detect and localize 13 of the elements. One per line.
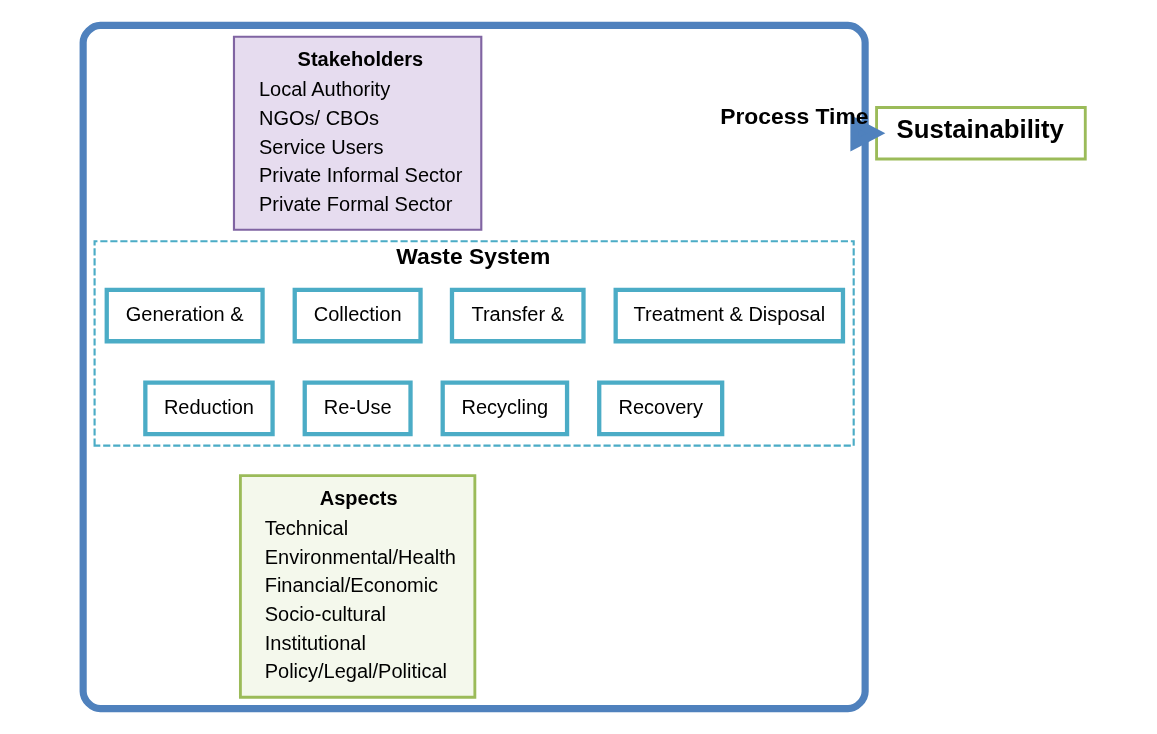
node-box: Stakeholders Local Authority NGOs/ CBOs Service Users Private Informal Sector Private Formal Sector xyxy=(232,35,483,231)
node-box: Reduction xyxy=(143,380,275,437)
node-box: Transfer & xyxy=(449,287,586,344)
node-box: Aspects Technical Environmental/Health Financial/Economic Socio-cultural Institutional Policy/Legal/Political xyxy=(239,474,477,699)
node-box: Generation & xyxy=(104,287,265,344)
arrow xyxy=(850,114,886,152)
node-box: Collection xyxy=(292,287,423,344)
node-box: Sustainability xyxy=(875,106,1087,161)
node-box: Treatment & Disposal xyxy=(613,287,846,344)
node-box: Recycling xyxy=(440,380,570,437)
cluster xyxy=(79,21,869,713)
node-box: Re-Use xyxy=(302,380,413,437)
node-box: Recovery xyxy=(597,380,725,437)
